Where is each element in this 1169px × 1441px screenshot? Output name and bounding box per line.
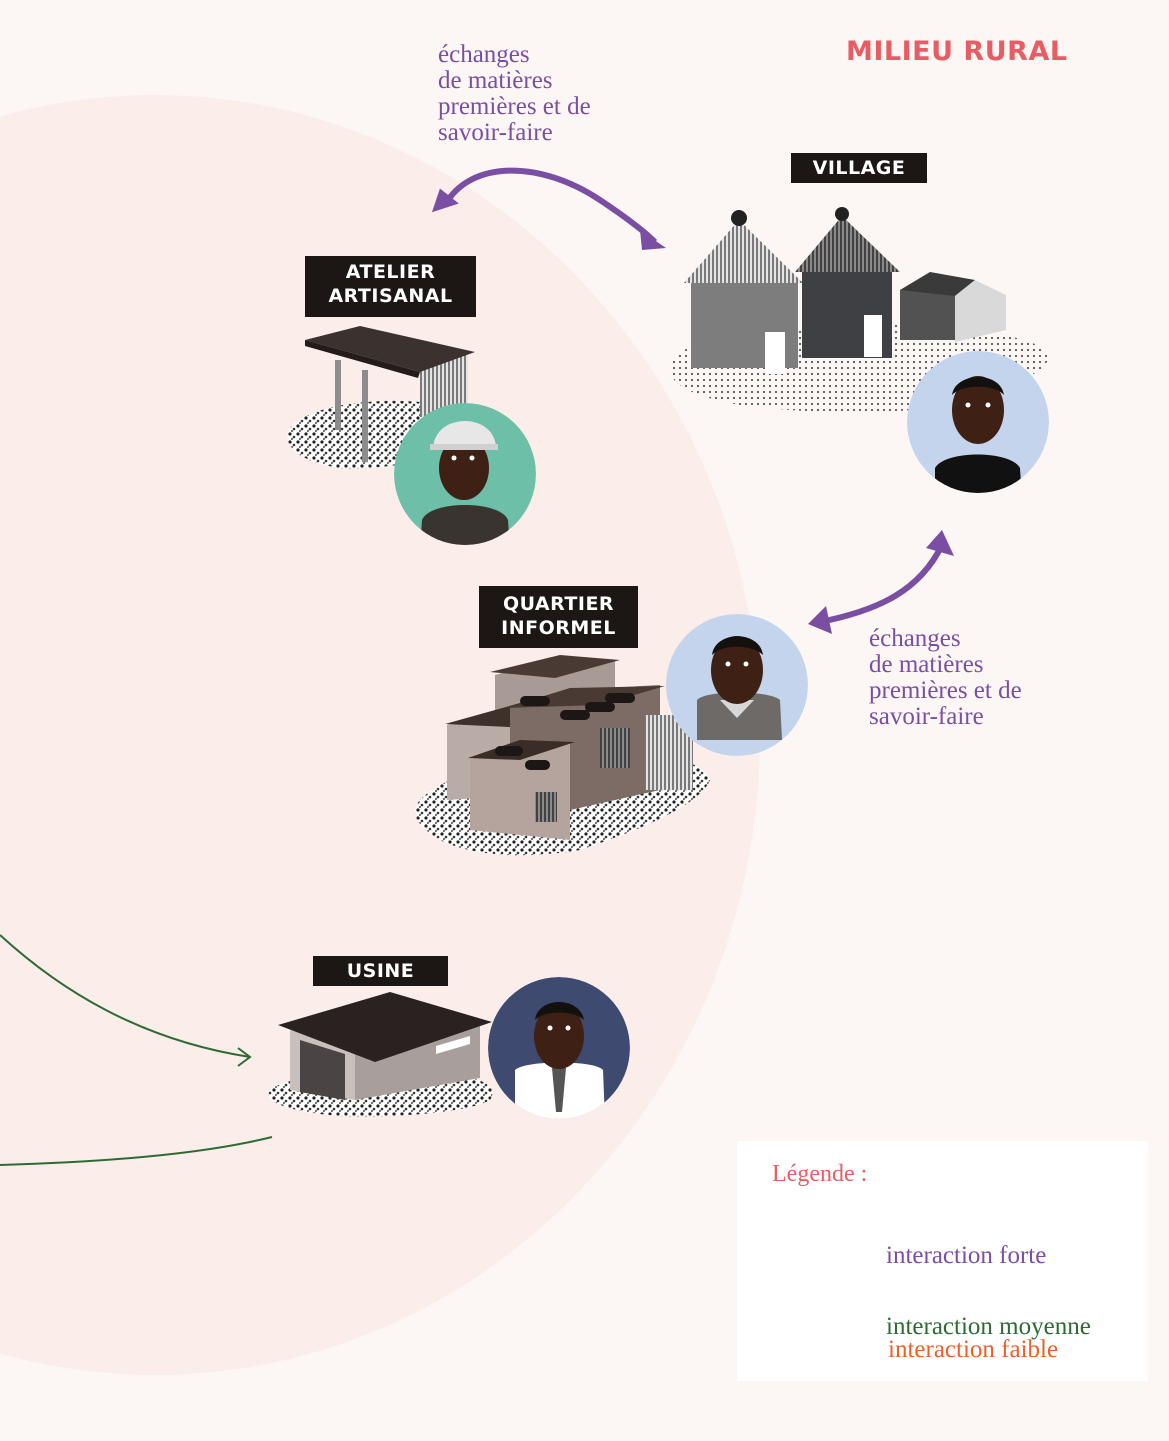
annotation-line: de matières bbox=[438, 67, 553, 94]
annotation-top: échanges de matières premières et de sav… bbox=[438, 42, 591, 146]
villager-avatar bbox=[907, 351, 1049, 493]
zone-title: MILIEU RURAL bbox=[846, 36, 1068, 67]
village-house-icon bbox=[900, 272, 1006, 342]
annotation-line: premières et de bbox=[869, 677, 1022, 704]
quartier-label: QUARTIER INFORMEL bbox=[479, 586, 638, 648]
atelier-label-line2: ARTISANAL bbox=[328, 285, 453, 307]
strong-interaction-arrow bbox=[819, 543, 945, 625]
resident-avatar bbox=[666, 614, 808, 756]
usine-factory-icon bbox=[278, 992, 492, 1100]
village-silo-icon bbox=[684, 210, 803, 374]
legend-item-medium: interaction moyenne bbox=[886, 1313, 1091, 1340]
medium-interaction-arrow bbox=[0, 1136, 273, 1166]
village-label-text: VILLAGE bbox=[812, 157, 906, 179]
usine-label-text: USINE bbox=[346, 960, 415, 982]
legend-title: Légende : bbox=[772, 1161, 868, 1187]
usine-label: USINE bbox=[313, 956, 448, 986]
village-label: VILLAGE bbox=[791, 153, 927, 183]
medium-interaction-arrow bbox=[0, 934, 251, 1058]
atelier-shed-icon bbox=[305, 326, 475, 462]
strong-interaction-arrow bbox=[442, 167, 658, 245]
annotation-line: savoir-faire bbox=[869, 703, 984, 730]
annotation-line: échanges bbox=[438, 41, 530, 68]
worker-avatar bbox=[488, 977, 630, 1119]
legend-item-strong: interaction forte bbox=[886, 1242, 1047, 1269]
annotation-line: de matières bbox=[869, 651, 984, 678]
annotation-right: échanges de matières premières et de sav… bbox=[869, 626, 1022, 730]
legend-box: Légende : interaction forte interaction … bbox=[737, 1141, 1148, 1381]
annotation-line: échanges bbox=[869, 625, 961, 652]
quartier-buildings-icon bbox=[445, 655, 693, 840]
quartier-label-line2: INFORMEL bbox=[501, 617, 616, 639]
atelier-label-line1: ATELIER bbox=[345, 261, 436, 283]
legend-item-weak: interaction faible bbox=[888, 1336, 1059, 1363]
annotation-line: premières et de bbox=[438, 93, 591, 120]
quartier-label-line1: QUARTIER bbox=[502, 593, 615, 615]
annotation-line: savoir-faire bbox=[438, 119, 553, 146]
artisan-avatar bbox=[394, 403, 536, 545]
village-silo-icon bbox=[795, 207, 900, 358]
atelier-label: ATELIER ARTISANAL bbox=[305, 256, 476, 317]
